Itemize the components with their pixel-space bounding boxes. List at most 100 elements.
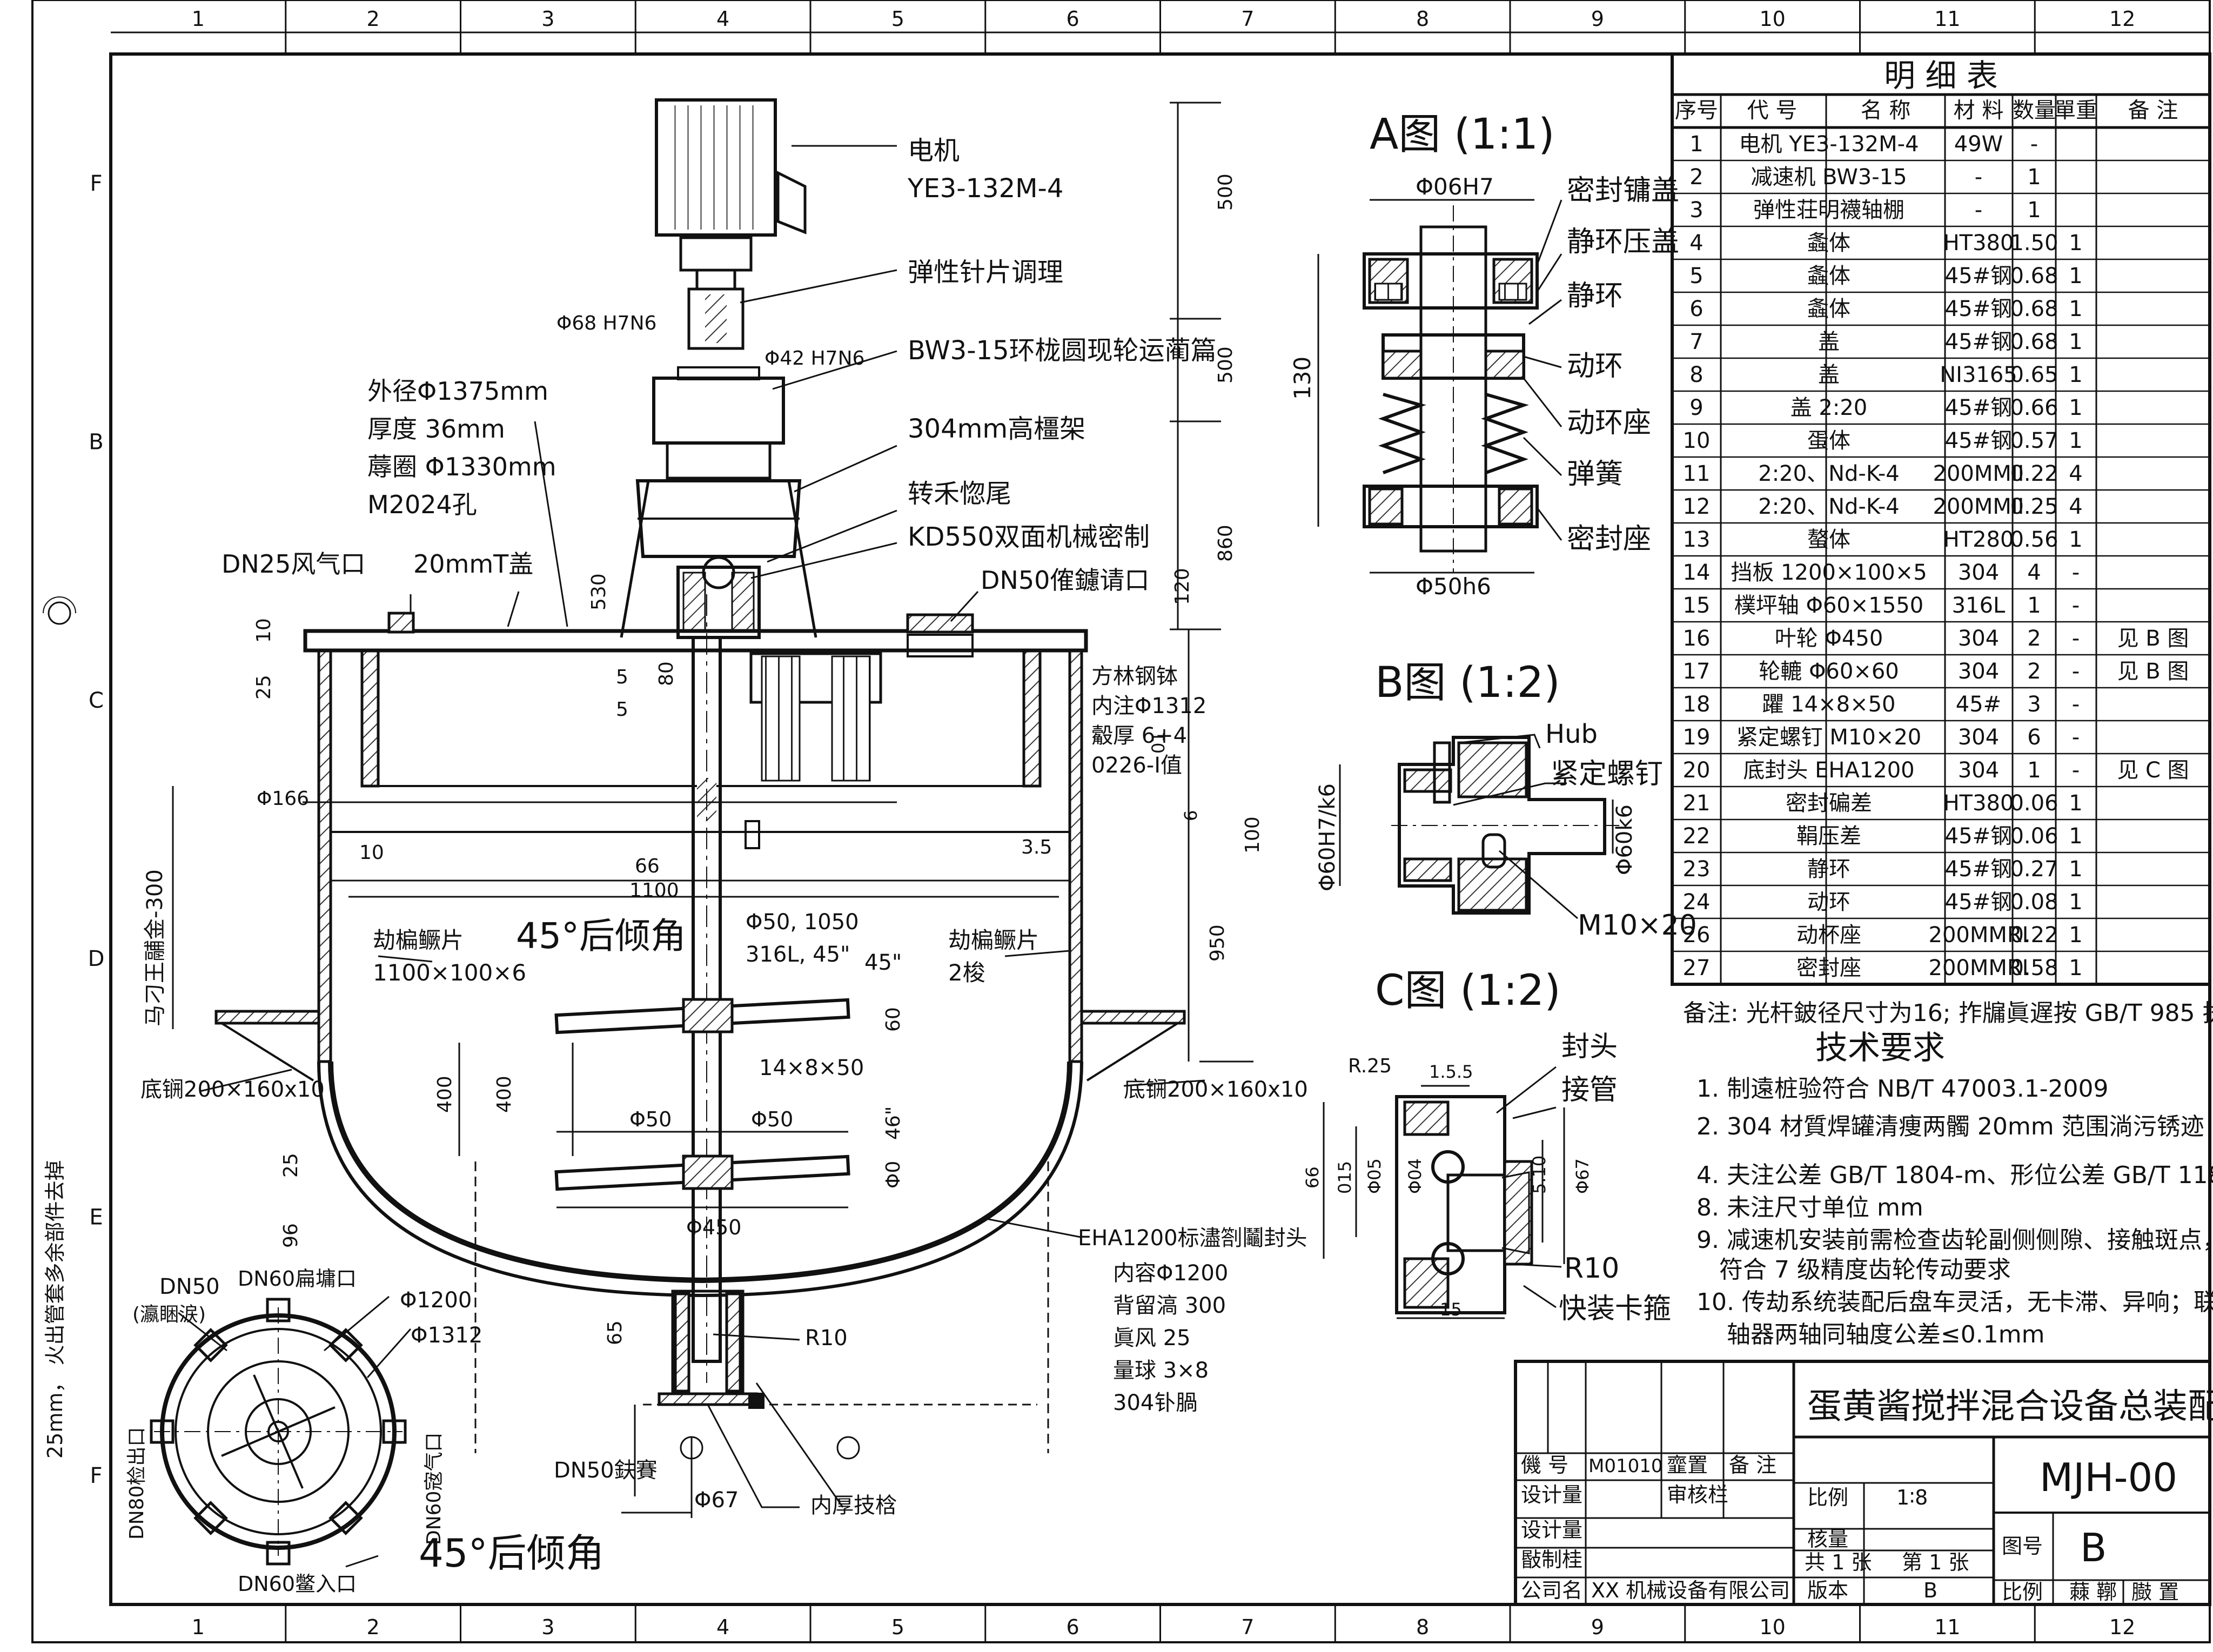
detail-c-clamp: 快装卡箍 (1559, 1293, 1671, 1325)
bom-cell: 45# (1956, 692, 2001, 717)
plan-dn60-clean: DN60扁墉口 (238, 1267, 357, 1291)
callout-spec-5: 304钋腡 (1113, 1391, 1197, 1415)
bom-cell: - (1975, 165, 1982, 190)
bom-cell: 1 (2027, 593, 2041, 618)
callout-baffle-right-1: 劫楄鳜片 (948, 927, 1039, 953)
tb-remark: 备 注 (1729, 1453, 1776, 1477)
bom-cell: 3 (2027, 692, 2041, 717)
bom-cell: - (1975, 198, 1982, 223)
title-block (1514, 1360, 2211, 1606)
tb-scale-label: 比例 (1807, 1486, 1848, 1509)
zone-col-label: 3 (541, 7, 554, 31)
bom-cell: 0.22 (2010, 461, 2058, 486)
tb-review: 审核栏 (1667, 1483, 1728, 1507)
bom-cell: 200MMII (1933, 461, 2024, 486)
baffles (745, 652, 882, 849)
bom-cell: 见 B 图 (2117, 659, 2189, 684)
detail-c-title: C图 (1:2) (1375, 966, 1561, 1015)
callout-tilt-main: 45°后倾角 (516, 915, 686, 957)
zone-col-label: 9 (1591, 1615, 1604, 1639)
tech-item-7: 轴器两轴同轴度公差≤0.1mm (1696, 1321, 2045, 1348)
bottom-outlet (474, 1161, 1049, 1460)
bom-cell: 6 (2027, 725, 2041, 750)
tech-item-5: 符合 7 级精度齿轮传动要求 (1696, 1256, 2011, 1284)
bom-cell: 11 (1683, 461, 1711, 486)
tb-sheets: 共 1 张 (1805, 1550, 1872, 1574)
bom-cell: - (2072, 659, 2080, 684)
bom-cell: - (2072, 692, 2080, 717)
tech-item-4: 9. 减速机安装前需检查齿轮副侧侧隙、接触斑点， (1696, 1226, 2213, 1254)
detail-c-pipe: 接管 (1561, 1074, 1618, 1106)
plan-tilt: 45°后倾角 (419, 1530, 605, 1576)
bom-cell: 动杯座 (1796, 923, 1861, 948)
bom-cell: 27 (1683, 956, 1711, 981)
callout-jacket-3: 觳厚 6+4 (1091, 723, 1187, 748)
dim-phi50a: Φ50 (629, 1107, 672, 1131)
bom-cell: 45#钢 (1945, 395, 2012, 420)
zone-col-label: 2 (367, 1615, 380, 1639)
bom-cell: 1 (2027, 198, 2041, 223)
zone-row-label: F (90, 171, 102, 196)
detail-a-label-2: 静环 (1567, 280, 1623, 312)
dim-25: 25 (253, 675, 275, 700)
bom-cell: 7 (1689, 330, 1703, 354)
zone-col-label: 4 (716, 7, 729, 31)
dim-66: 66 (635, 855, 660, 877)
bom-cell: 316L (1952, 593, 2006, 618)
callout-jacket-4: 0226-Ⅰ值 (1091, 753, 1182, 778)
zone-col-label: 6 (1067, 7, 1079, 31)
dim-10b: 10 (359, 842, 384, 864)
detail-c-phi05: Φ05 (1364, 1158, 1385, 1194)
bom-cell: 螽体 (1807, 264, 1850, 288)
bom-cell: 24 (1683, 890, 1711, 915)
zone-col-label: 10 (1759, 1615, 1785, 1639)
bom-cell: 0.56 (2010, 527, 2058, 552)
detail-c-phi04: Φ04 (1405, 1158, 1425, 1194)
tb-version: B (1923, 1579, 1937, 1602)
tb-craft: 敯制桂 (1521, 1548, 1582, 1572)
bom-cell: 4 (2027, 560, 2041, 585)
zone-col-label: 7 (1241, 7, 1254, 31)
dim-phi68: Φ68 H7N6 (556, 312, 656, 334)
bom-cell: 0.06 (2010, 791, 2058, 816)
dim-500b: 500 (1215, 346, 1237, 384)
dim-400b: 400 (493, 1076, 515, 1113)
bom-cell: 0.25 (2010, 494, 2058, 519)
bom-header-cell: 数量 (2013, 98, 2056, 123)
detail-b-screw: 紧定螺钉 (1551, 758, 1663, 790)
bom-cell: 1 (2069, 890, 2082, 915)
callout-cover: 20mmT盖 (413, 549, 533, 579)
tb-version-label: 版本 (1807, 1579, 1848, 1602)
bom-cell: 17 (1683, 659, 1711, 684)
title-drawing-title: 蛋黄酱搅拌混合设备总装配图 (1807, 1387, 2213, 1427)
bom-cell: 密封座 (1796, 956, 1861, 981)
callout-support-right: 底锎200×160x10 (1124, 1077, 1308, 1102)
bom-cell: 49W (1954, 132, 2003, 157)
callout-motor: 电机 (908, 136, 960, 166)
bom-cell: - (2072, 758, 2080, 783)
bom-header-cell: 序号 (1675, 98, 1718, 123)
zone-col-label: 3 (541, 1615, 554, 1639)
zone-col-label: 11 (1934, 7, 1960, 31)
bom-cell: 轮轆 Φ60×60 (1759, 659, 1899, 684)
bom-cell: 鞙压差 (1796, 824, 1861, 849)
zone-col-label: 9 (1591, 7, 1604, 31)
tb-design: 设计量 (1521, 1483, 1582, 1507)
tb-ratio: 比例 (2002, 1580, 2043, 1604)
plan-phi1200: Φ1200 (400, 1288, 472, 1313)
detail-c-66: 66 (1302, 1166, 1323, 1188)
bom-cell: HT380 (1943, 231, 2014, 256)
bom-cell: 见 C 图 (2117, 758, 2189, 783)
bom-cell: - (2072, 725, 2080, 750)
callout-outer-dia: 外径Φ1375mm (367, 377, 548, 406)
bom-cell: 12 (1683, 494, 1711, 519)
bom-cell: HT380 (1943, 791, 2014, 816)
bom-cell: - (2072, 560, 2080, 585)
title-rev: B (2080, 1525, 2107, 1570)
bom-cell: 蛋体 (1807, 428, 1850, 453)
detail-a-title: A图 (1:1) (1370, 110, 1555, 159)
dim-phi50b: Φ50 (751, 1107, 793, 1131)
plan-dn50: DN50 (159, 1274, 220, 1299)
